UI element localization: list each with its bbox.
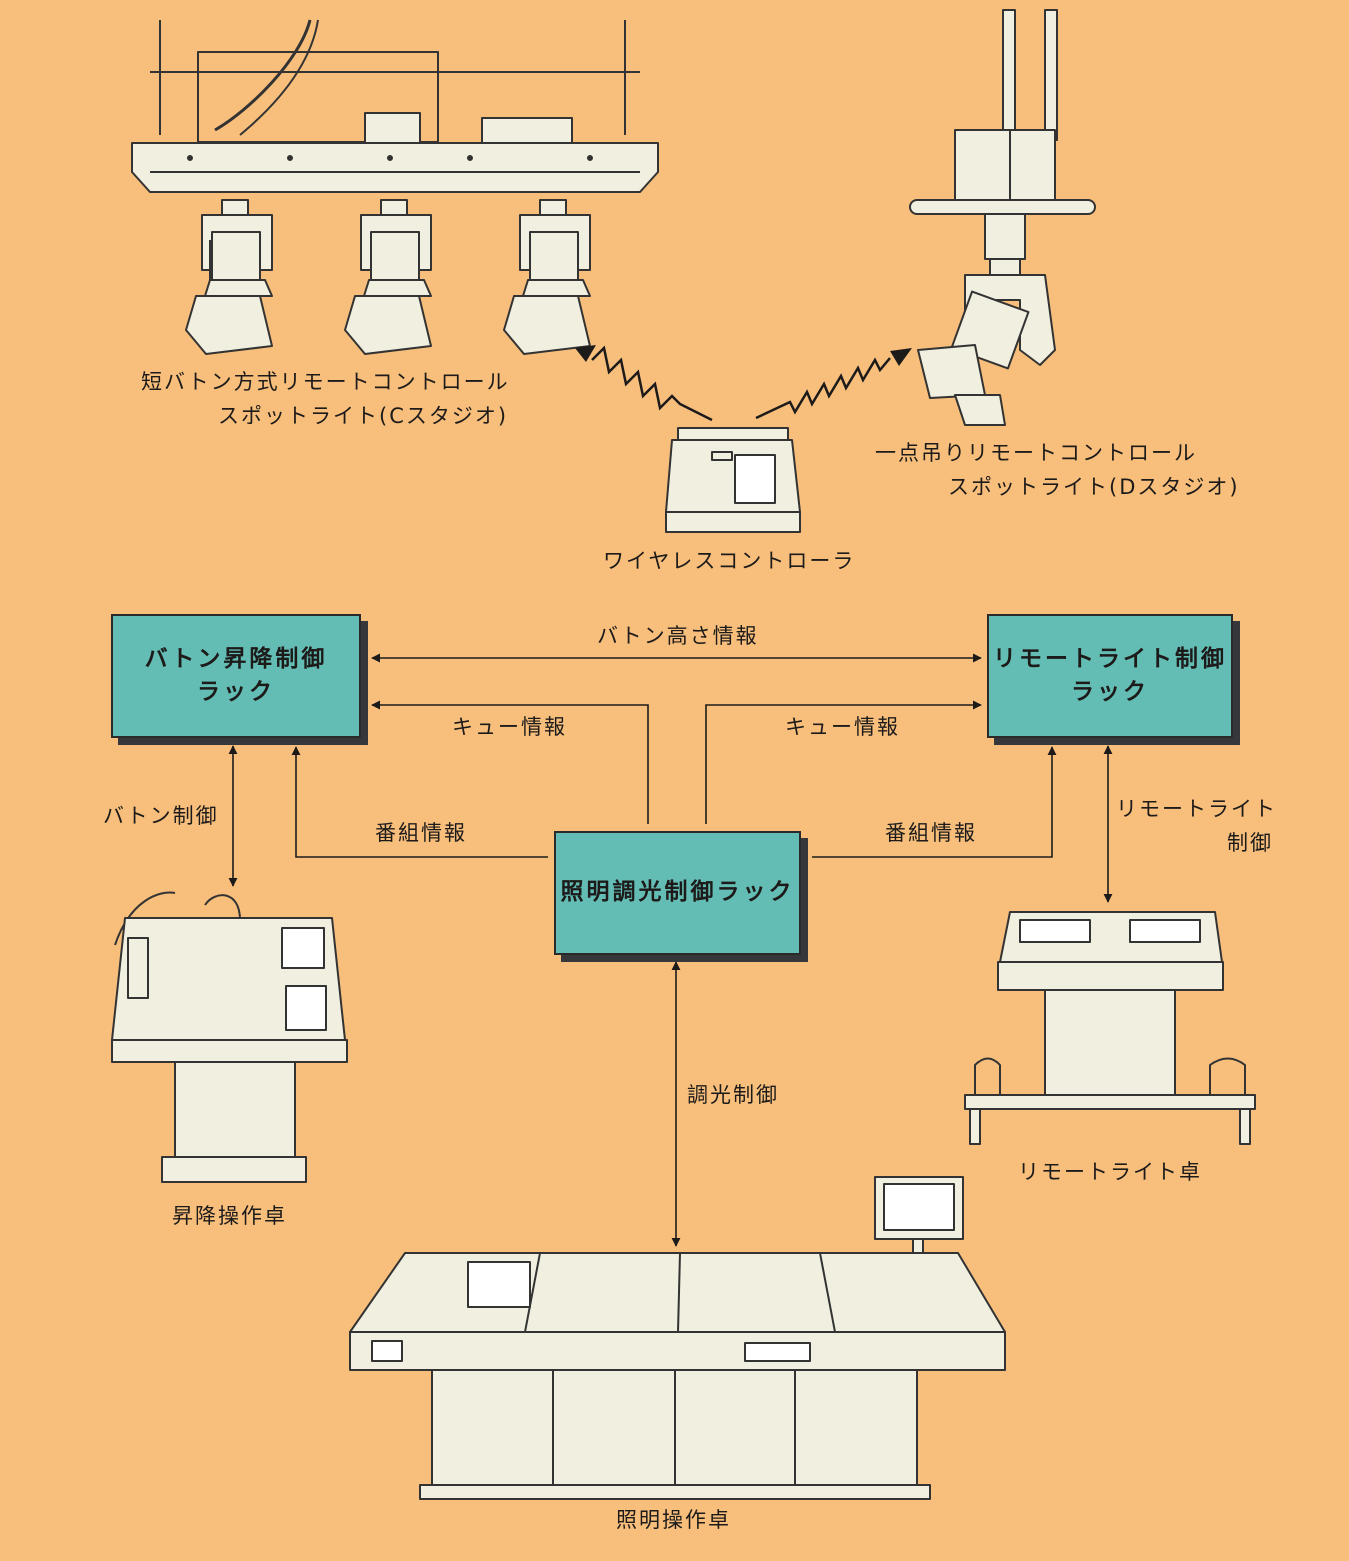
wireless-signal-left <box>575 345 713 422</box>
lighting-console-illustration <box>349 1176 1006 1500</box>
baton-height-info-label: バトン高さ情報 <box>597 624 759 648</box>
baton-rack-label-line2: ラック <box>197 679 275 705</box>
program-link-right <box>812 746 1057 858</box>
baton-lift-control-rack: バトン昇降制御 ラック <box>111 614 361 738</box>
wireless-signal-right <box>755 348 912 420</box>
single-point-spotlight-illustration <box>909 9 1096 426</box>
cue-link-right <box>705 700 982 824</box>
remote-light-control-label-line2: 制御 <box>1227 831 1273 855</box>
remote-rack-label-line2: ラック <box>1071 679 1149 705</box>
dimmer-control-label: 調光制御 <box>687 1083 779 1107</box>
lift-console-illustration <box>111 891 348 1183</box>
remote-light-control-rack: リモートライト制御 ラック <box>987 614 1233 738</box>
program-info-right-label: 番組情報 <box>885 821 977 845</box>
short-baton-spot-label-line1: 短バトン方式リモートコントロール <box>141 370 510 394</box>
short-baton-spotlight-illustration <box>131 19 659 355</box>
lift-console-label: 昇降操作卓 <box>172 1204 287 1228</box>
wireless-controller-label: ワイヤレスコントローラ <box>603 549 856 573</box>
single-point-spot-label-line2: スポットライト(Dスタジオ) <box>948 475 1240 499</box>
connectors <box>228 653 1113 1247</box>
program-info-left-label: 番組情報 <box>375 821 467 845</box>
dimmer-control-rack: 照明調光制御ラック <box>554 831 801 955</box>
remote-rack-label-line1: リモートライト制御 <box>993 645 1227 672</box>
remote-light-console-label: リモートライト卓 <box>1018 1160 1202 1184</box>
baton-rack-label-line1: バトン昇降制御 <box>144 645 328 672</box>
remote-light-control-label-line1: リモートライト <box>1116 797 1277 821</box>
remote-light-console-illustration <box>964 911 1256 1145</box>
cue-info-left-label: キュー情報 <box>452 715 567 739</box>
lighting-console-label: 照明操作卓 <box>616 1508 731 1532</box>
program-link-left <box>291 746 548 858</box>
short-baton-spot-label-line2: スポットライト(Cスタジオ) <box>218 404 509 428</box>
cue-link-left <box>371 700 649 824</box>
wireless-controller-illustration <box>665 427 801 533</box>
cue-info-right-label: キュー情報 <box>785 715 900 739</box>
dimmer-rack-label: 照明調光制御ラック <box>560 879 795 906</box>
single-point-spot-label-line1: 一点吊りリモートコントロール <box>875 441 1197 465</box>
baton-control-label: バトン制御 <box>103 804 219 828</box>
